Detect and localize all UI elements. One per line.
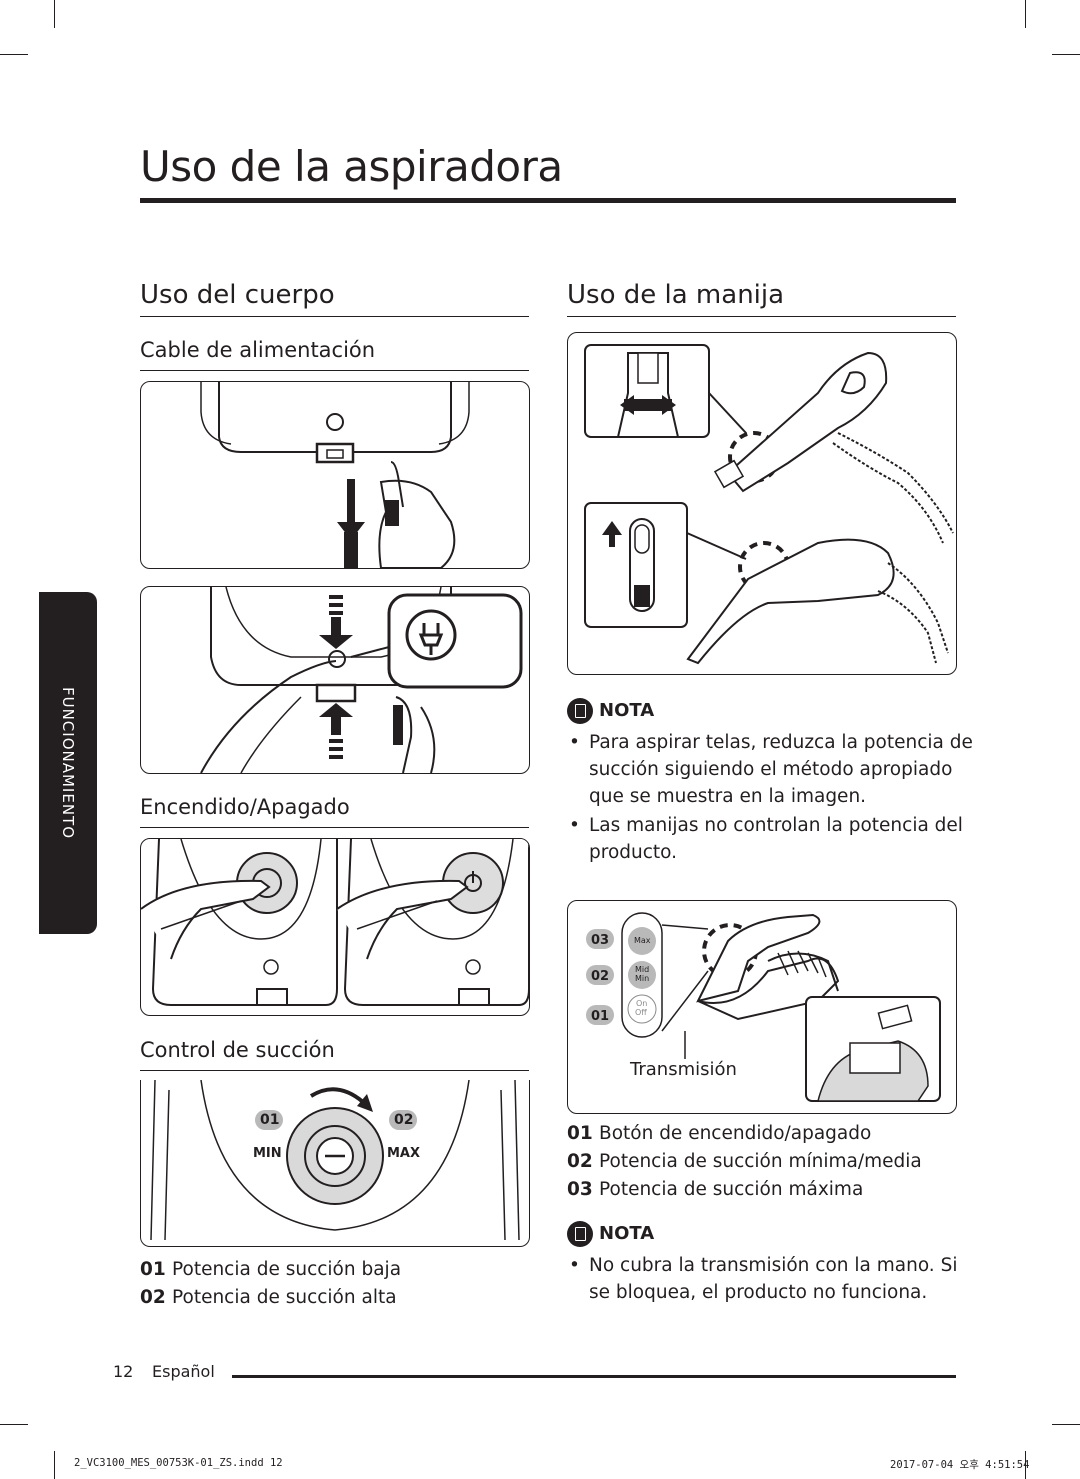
crop-mark [1025,0,1026,28]
crop-mark [1052,54,1080,55]
note-list: Para aspirar telas, reduzca la potencia … [567,729,983,868]
footer-rule [232,1375,956,1378]
slug-date: 2017-07-04 오후 4:51:54 [890,1459,1030,1471]
crop-mark [0,54,28,55]
page-number: 12 [113,1362,134,1381]
side-tab: FUNCIONAMIENTO [39,592,97,934]
dial-label-01: 01 [260,1112,280,1128]
note-heading: NOTA [567,1221,654,1247]
figure-power-cord-plug [140,381,530,569]
subsection-rule [140,370,529,371]
note-item: Para aspirar telas, reduzca la potencia … [569,729,983,810]
figure-suction-dial: 01 02 MIN MAX [140,1080,530,1247]
section-rule [140,316,529,317]
dial-min-label: MIN [253,1146,282,1161]
power-cord-rewind-illustration [200,587,523,773]
on-button-text: On [636,999,648,1008]
subsection-title-suction: Control de succión [140,1038,335,1062]
subsection-rule [140,827,529,828]
page-title: Uso de la aspiradora [140,142,563,191]
figure-handle-usage [567,332,957,675]
figure-on-off [140,838,530,1016]
off-button-text: Off [635,1008,647,1017]
min-button-text: Min [635,974,650,983]
dial-max-label: MAX [387,1146,421,1161]
on-off-illustration [141,839,529,1006]
mid-button-text: Mid [635,965,650,974]
btn-label-02: 02 [591,969,610,984]
note-heading: NOTA [567,698,654,724]
note-icon [567,1221,593,1247]
transmission-caption: Transmisión [630,1059,737,1080]
figure-power-cord-rewind [140,586,530,774]
crop-mark [1052,1424,1080,1425]
note-item: No cubra la transmisión con la mano. Si … [569,1252,983,1306]
btn-label-01: 01 [591,1009,610,1024]
subsection-title-on-off: Encendido/Apagado [140,795,350,819]
subsection-rule [140,1070,529,1071]
figure-handle-buttons: 03 02 01 Max Mid Min On Off Transmisión [567,900,957,1114]
handle-buttons-illustration [586,912,941,1102]
title-rule [140,198,956,203]
subsection-title-power-cord: Cable de alimentación [140,338,376,362]
note-list: No cubra la transmisión con la mano. Si … [567,1252,983,1308]
section-title-body: Uso del cuerpo [140,280,335,310]
suction-dial-illustration [150,1080,520,1241]
btn-label-03: 03 [591,933,610,948]
crop-mark [1025,1451,1026,1479]
power-cord-plug-illustration [200,382,470,568]
dial-label-02: 02 [394,1112,414,1128]
crop-mark [0,1424,28,1425]
side-tab-label: FUNCIONAMIENTO [59,686,77,840]
note-item: Las manijas no controlan la potencia del… [569,812,983,866]
note-icon [567,698,593,724]
footer-language: Español [152,1362,215,1381]
crop-mark [54,0,55,28]
handle-usage-illustration [584,344,954,665]
section-rule [567,316,956,317]
max-button-text: Max [634,936,651,945]
section-title-handle: Uso de la manija [567,280,785,310]
slug-file: 2_VC3100_MES_00753K-01_ZS.indd 12 [74,1457,283,1469]
crop-mark [54,1451,55,1479]
